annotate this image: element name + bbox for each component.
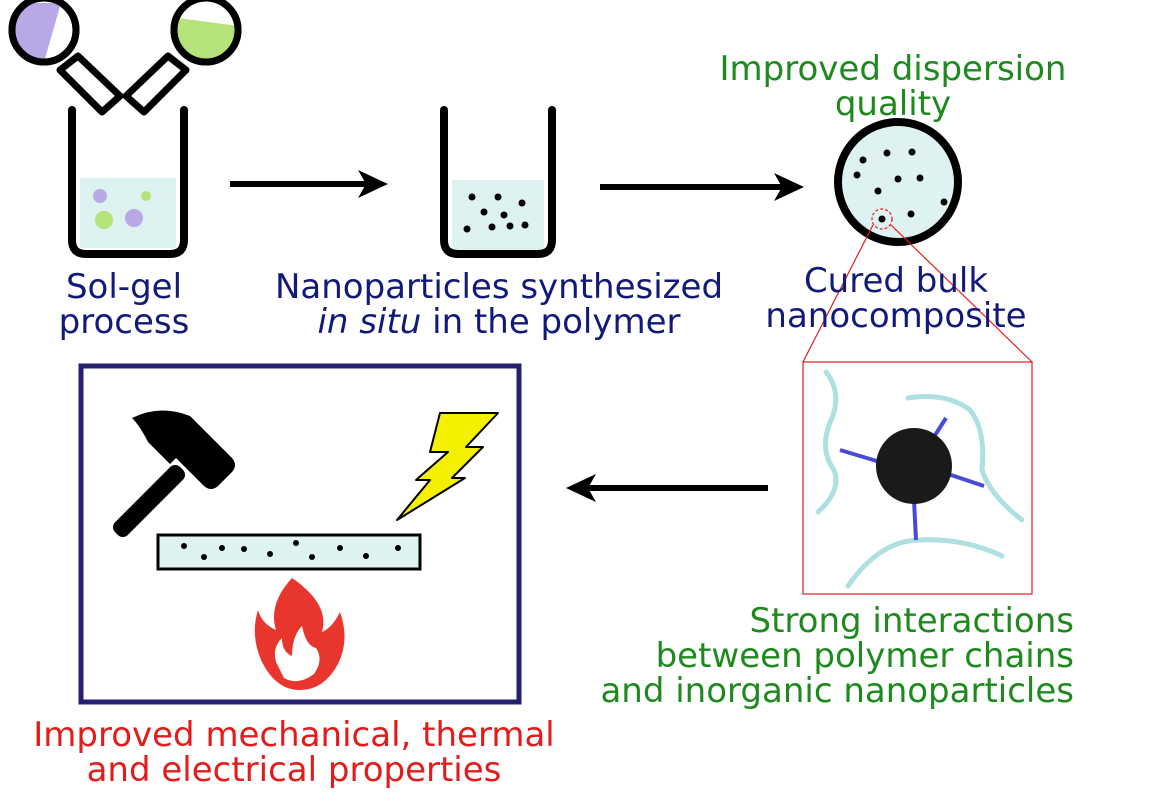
label-properties: Improved mechanical, thermal and electri… (14, 718, 574, 788)
beaker-particles-icon (440, 106, 556, 258)
label-properties-line2: and electrical properties (86, 750, 502, 790)
label-properties-line1: Improved mechanical, thermal (33, 715, 555, 755)
label-insitu-line1: Nanoparticles synthesized (274, 267, 724, 307)
arrow-left (566, 474, 768, 502)
zoom-indicator (802, 208, 1033, 363)
nanocomposite-disk-icon (834, 118, 962, 246)
label-solgel: Sol-gel process (44, 270, 204, 340)
label-interactions-line3: and inorganic nanoparticles (600, 671, 1074, 711)
label-dispersion: Improved dispersion quality (700, 52, 1086, 122)
label-interactions-line1: Strong interactions (749, 601, 1074, 641)
label-insitu-line2: in situ in the polymer (266, 305, 732, 340)
label-dispersion-line2: quality (834, 84, 952, 124)
hammer-icon (113, 410, 235, 537)
flame-icon (254, 578, 345, 690)
label-insitu: Nanoparticles synthesized in situ in the… (266, 270, 732, 340)
label-dispersion-line1: Improved dispersion (719, 49, 1067, 89)
label-insitu-italic: in situ (317, 302, 422, 342)
flask-purple-icon (8, 0, 124, 116)
label-insitu-rest: in the polymer (421, 302, 681, 342)
label-cured: Cured bulk nanocomposite (746, 264, 1046, 334)
label-cured-line1: Cured bulk (803, 261, 989, 301)
arrow-right-2 (600, 173, 804, 201)
composite-bar-icon (156, 533, 422, 571)
label-interactions-line2: between polymer chains (655, 636, 1074, 676)
beaker-sol-icon (68, 106, 188, 258)
label-solgel-line2: process (58, 302, 190, 342)
label-interactions: Strong interactions between polymer chai… (560, 604, 1074, 709)
label-cured-line2: nanocomposite (765, 296, 1027, 336)
flask-green-icon (122, 0, 242, 116)
lightning-icon (396, 412, 499, 521)
arrow-right-1 (230, 170, 388, 198)
zoom-chain-icon (802, 361, 1033, 595)
label-solgel-line1: Sol-gel (65, 267, 183, 307)
